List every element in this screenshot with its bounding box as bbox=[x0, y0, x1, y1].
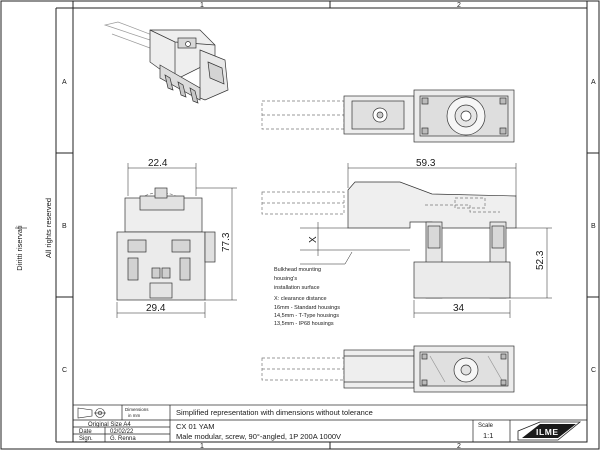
original-size-text: Original Size A4 bbox=[88, 422, 131, 428]
projection-symbol-icon bbox=[77, 407, 106, 419]
note-bulkhead-2: housing's bbox=[274, 276, 297, 282]
grid-row-a-left: A bbox=[62, 79, 67, 86]
dim-overall-length: 59.3 bbox=[416, 158, 436, 169]
product-name: Male modular, screw, 90°-angled, 1P 200A… bbox=[176, 432, 341, 441]
sign-label: Sign. bbox=[79, 436, 93, 442]
dim-base-length: 34 bbox=[453, 303, 465, 314]
note-bulkhead-3: installation surface bbox=[274, 285, 320, 291]
front-view bbox=[116, 187, 216, 301]
rights-reserved-text: All rights reserved bbox=[44, 198, 53, 258]
grid-col-1-top: 1 bbox=[200, 2, 204, 9]
note-clearance-row-2: 14,5mm - T-Type housings bbox=[274, 313, 339, 319]
grid-col-1-bottom: 1 bbox=[200, 443, 204, 450]
ilme-logo: ILME bbox=[517, 421, 582, 441]
diritti-riservati-text: Diritti riservati bbox=[15, 225, 24, 271]
note-bulkhead-1: Bulkhead mounting bbox=[274, 267, 321, 273]
grid-col-2-bottom: 2 bbox=[457, 443, 461, 450]
side-view bbox=[261, 181, 517, 299]
product-code: CX 01 YAM bbox=[176, 422, 215, 431]
grid-row-b-right: B bbox=[591, 223, 596, 230]
scale-label: Scale bbox=[478, 423, 494, 429]
scale-value: 1:1 bbox=[483, 431, 493, 440]
front-dimension-lines bbox=[116, 163, 237, 318]
grid-row-c-left: C bbox=[62, 367, 67, 374]
side-dimension-lines bbox=[300, 163, 552, 318]
grid-col-2-top: 2 bbox=[457, 2, 461, 9]
dim-clearance-x: X bbox=[308, 236, 319, 243]
grid-row-c-right: C bbox=[591, 367, 596, 374]
sign-value: G. Renna bbox=[110, 436, 136, 442]
dims-label-2: in mm bbox=[128, 413, 141, 418]
bottom-view bbox=[261, 345, 515, 393]
note-clearance-title: X: clearance distance bbox=[274, 296, 327, 302]
dim-pin-height: 52.3 bbox=[535, 250, 546, 270]
dim-top-width: 22.4 bbox=[148, 158, 168, 169]
note-clearance-row-3: 13,5mm - IP68 housings bbox=[274, 321, 334, 327]
dim-height: 77.3 bbox=[221, 232, 232, 252]
date-label: Date bbox=[79, 429, 92, 435]
grid-row-a-right: A bbox=[591, 79, 596, 86]
ilme-logo-text: ILME bbox=[536, 427, 559, 437]
date-value: 02/02/22 bbox=[110, 429, 134, 435]
title-block-lines bbox=[72, 404, 588, 443]
isometric-view bbox=[103, 21, 229, 104]
dims-label-1: Dimensions bbox=[125, 407, 149, 412]
dim-bottom-width: 29.4 bbox=[146, 303, 166, 314]
note-clearance-row-1: 16mm - Standard housings bbox=[274, 305, 340, 311]
description-text: Simplified representation with dimension… bbox=[176, 408, 373, 417]
top-view bbox=[261, 89, 515, 143]
grid-row-b-left: B bbox=[62, 223, 67, 230]
